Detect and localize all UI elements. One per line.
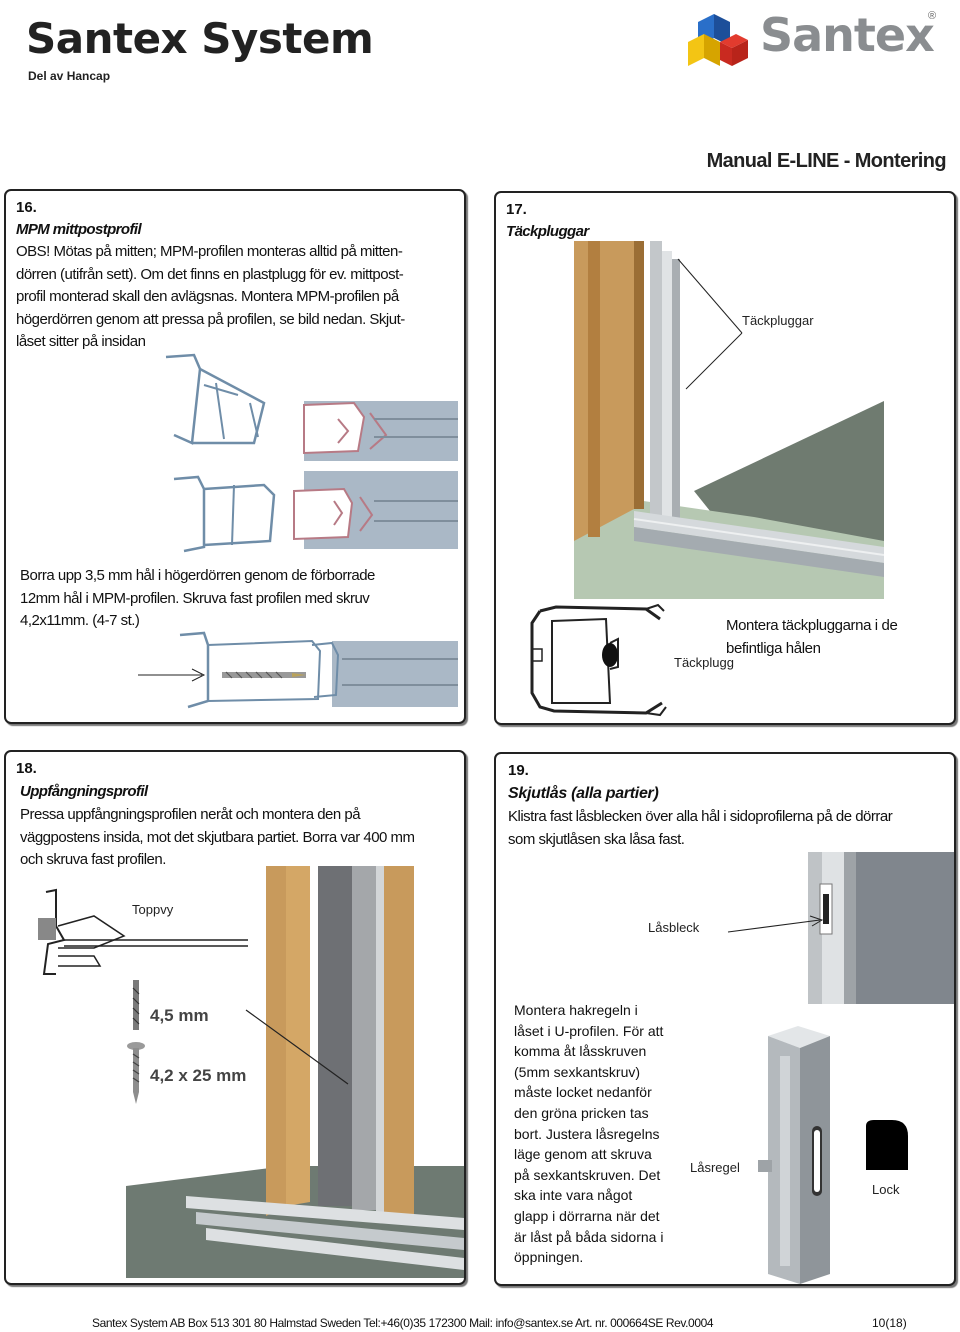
lasbleck-arrow [727,915,824,933]
logo-cube-icon [688,14,748,66]
instruction-line: öppningen. [514,1249,584,1266]
step-19-panel: 19. Skjutlås (alla partier) Klistra fast… [494,752,956,1286]
lasregel-label: Låsregel [690,1160,740,1175]
text-line: som skjutlåsen ska låsa fast. [508,830,685,848]
instruction-line: (5mm sexkantskruv) [514,1063,641,1080]
step-number: 19. [508,762,529,779]
text-line: väggpostens insida, mot det skjutbara pa… [20,828,415,846]
instruction-line: Montera hakregeln i [514,1002,638,1018]
drill-bit-and-screw-icon [127,980,145,1104]
instruction-line: bort. Justera låsregelns [514,1125,660,1142]
instruction-line: på sexkantskruven. Det [514,1166,661,1183]
instruction-line: måste locket nedanför [514,1084,652,1101]
step-title: Uppfångningsprofil [20,783,148,800]
caption-line: befintliga hålen [726,639,821,657]
door-frame-photo [574,241,884,599]
brand-subtitle: Del av Hancap [28,69,111,83]
logo-wordmark: Santex [760,8,935,62]
step-title: MPM mittpostprofil [16,221,142,238]
manual-title: Manual E-LINE - Montering [706,150,947,172]
step-number: 16. [16,199,37,216]
instruction-line: låset i U-profilen. För att [514,1022,664,1039]
step-16-text: OBS! Mötas på mitten; MPM-profilen monte… [16,241,464,354]
text-line: OBS! Mötas på mitten; MPM-profilen monte… [16,243,403,260]
wall-post-photo [126,866,464,1278]
step-18-panel: 18. Uppfångningsprofil Pressa uppfångnin… [4,750,466,1285]
instruction-line: läge genom att skruva [514,1146,652,1163]
instruction-line: ska inte vara något [514,1187,633,1204]
footer-text: Santex System AB Box 513 301 80 Halmstad… [92,1316,714,1330]
page-number: 10(18) [872,1316,907,1330]
instruction-line: den gröna pricken tas [514,1104,649,1121]
text-line: Klistra fast låsblecken över alla hål i … [508,808,893,825]
drill-size-label: 4,5 mm [150,1006,209,1025]
step-16-drill-text: Borra upp 3,5 mm hål i högerdörren genom… [20,565,460,633]
step-18-text: Pressa uppfångningsprofilen neråt och mo… [20,804,464,872]
mpm-profile-drawing-mounted [173,471,458,553]
mpm-profile-drawing-open [154,339,458,471]
step-title: Täckpluggar [506,223,589,240]
step-17-caption: Montera täckpluggarna i de befintliga hå… [726,615,898,660]
toppvy-label: Toppvy [132,902,174,917]
lasbleck-label: Låsbleck [648,920,700,935]
step-16-panel: 16. MPM mittpostprofil OBS! Mötas på mit… [4,189,466,724]
text-line: låset sitter på insidan [16,333,146,351]
instruction-line: är låst på båda sidorna i [514,1228,664,1245]
toppvy-drawing [38,888,248,975]
santex-logo: Santex ® [684,2,944,72]
lock-latch-profile [758,1026,830,1284]
step-19-text: Klistra fast låsblecken över alla hål i … [508,806,954,851]
text-line: profil monterad skall den avlägsnas. Mon… [16,288,399,306]
text-line: högerdörren genom att pressa på profilen… [16,310,405,328]
caption-line: Montera täckpluggarna i de [726,617,898,634]
callout-lines [677,258,743,390]
plug-label: Täckplugg [674,655,734,670]
screw-size-label: 4,2 x 25 mm [150,1066,247,1085]
step-19-instructions: Montera hakregeln i låset i U-profilen. … [514,1000,684,1268]
brand-title: Santex System [26,14,374,63]
text-line: 4,2x11mm. (4-7 st.) [20,612,140,630]
lock-cover-icon [866,1120,908,1170]
instruction-line: glapp i dörrarna när det [514,1207,660,1224]
step-number: 18. [16,760,37,777]
lock-label: Lock [872,1182,900,1197]
callout-label: Täckpluggar [742,313,814,328]
text-line: Borra upp 3,5 mm hål i högerdörren genom… [20,567,375,584]
step-title: Skjutlås (alla partier) [508,785,659,802]
instruction-line: komma åt låsskruven [514,1043,647,1060]
step-number: 17. [506,201,527,218]
registered-mark: ® [928,10,937,22]
step-17-panel: 17. Täckpluggar Täckpluggar Täckplugg Mo… [494,191,956,725]
text-line: och skruva fast profilen. [20,851,166,869]
lock-plate-photo [808,852,954,1004]
text-line: dörren (utifrån sett). Om det finns en p… [16,265,404,283]
text-line: 12mm hål i MPM-profilen. Skruva fast pro… [20,589,370,607]
drill-drawing [138,631,458,709]
text-line: Pressa uppfångningsprofilen neråt och mo… [20,806,361,823]
cover-plug-drawing [530,603,667,717]
